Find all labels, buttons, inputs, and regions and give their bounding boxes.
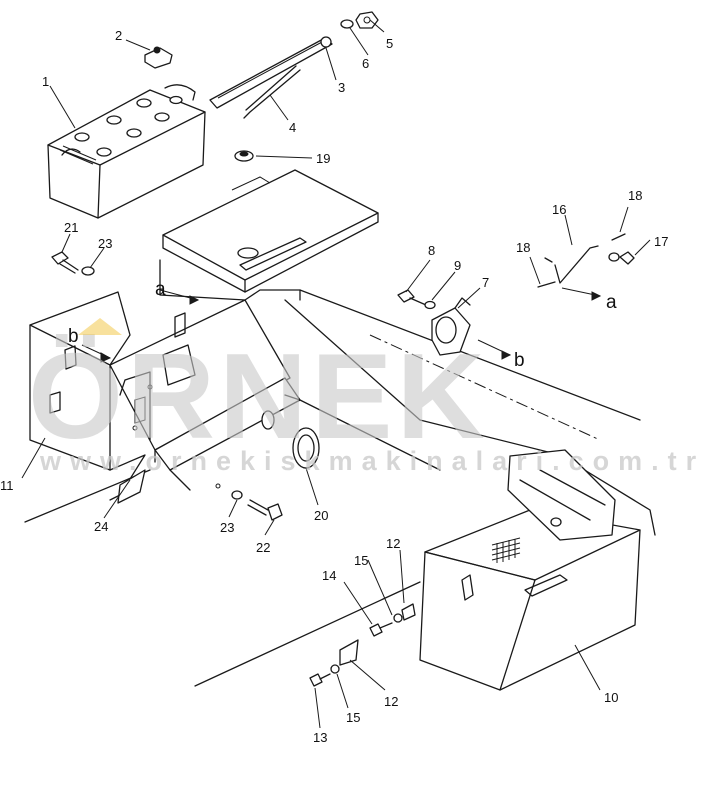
- bolt-and-washer-upper: [51, 251, 95, 276]
- ref-b-left: b: [68, 326, 79, 347]
- callout-labels: 1 2 3 4 5 6 7 8 9 10 11 12 12 13 14 15 1…: [0, 28, 668, 745]
- callout-15-upper: 15: [354, 553, 368, 568]
- ref-a-left: a: [155, 279, 166, 300]
- callout-23-lower: 23: [220, 520, 234, 535]
- nut-washer: [340, 11, 385, 33]
- support-panel: [154, 377, 441, 491]
- callout-19: 19: [316, 151, 330, 166]
- toolbox-bolts: [309, 613, 403, 687]
- watermark-logo-text: ÖRNEK: [28, 328, 489, 464]
- callout-20: 20: [314, 508, 328, 523]
- watermark-url: www.ornekiskmakinalari.com.tr: [39, 446, 705, 476]
- battery-clamp: [144, 46, 173, 69]
- callout-23-upper: 23: [98, 236, 112, 251]
- callout-16: 16: [552, 202, 566, 217]
- reference-arrows: [100, 291, 602, 363]
- cotter-pins: [537, 233, 635, 288]
- watermark-accent: [78, 318, 122, 335]
- hold-down-bar: [209, 36, 333, 109]
- large-grommet: [292, 427, 320, 469]
- relay-bolt: [397, 289, 436, 310]
- hold-down-rod: [243, 65, 301, 119]
- callout-1: 1: [42, 74, 49, 89]
- ref-b-right: b: [514, 350, 525, 371]
- callout-10: 10: [604, 690, 618, 705]
- ref-a-right: a: [606, 292, 617, 313]
- callout-12-upper: 12: [386, 536, 400, 551]
- callout-17: 17: [654, 234, 668, 249]
- callout-15-lower: 15: [346, 710, 360, 725]
- bolt-and-washer-lower: [231, 490, 283, 521]
- grommet: [234, 150, 254, 162]
- callout-18-right: 18: [628, 188, 642, 203]
- callout-4: 4: [289, 120, 296, 135]
- battery-relay: [431, 297, 471, 356]
- reference-letters: a a b b: [68, 279, 617, 371]
- callout-14: 14: [322, 568, 336, 583]
- callout-3: 3: [338, 80, 345, 95]
- toolbox-brackets: [339, 603, 416, 666]
- callout-7: 7: [482, 275, 489, 290]
- callout-22: 22: [256, 540, 270, 555]
- callout-12-lower: 12: [384, 694, 398, 709]
- cover-rod: [544, 245, 599, 284]
- battery: [47, 84, 206, 219]
- callout-8: 8: [428, 243, 435, 258]
- callout-21: 21: [64, 220, 78, 235]
- toolbox: [419, 449, 641, 691]
- battery-tray: [162, 169, 379, 293]
- callout-9: 9: [454, 258, 461, 273]
- callout-5: 5: [386, 36, 393, 51]
- battery-box-frame: [29, 259, 301, 501]
- callout-24: 24: [94, 519, 108, 534]
- callout-13: 13: [313, 730, 327, 745]
- toolbox-grille-icon: [491, 537, 521, 563]
- watermark: ÖRNEK www.ornekiskmakinalari.com.tr: [28, 318, 705, 476]
- callout-2: 2: [115, 28, 122, 43]
- callout-18-left: 18: [516, 240, 530, 255]
- callout-11: 11: [0, 478, 14, 493]
- callout-6: 6: [362, 56, 369, 71]
- leader-lines: [21, 27, 651, 729]
